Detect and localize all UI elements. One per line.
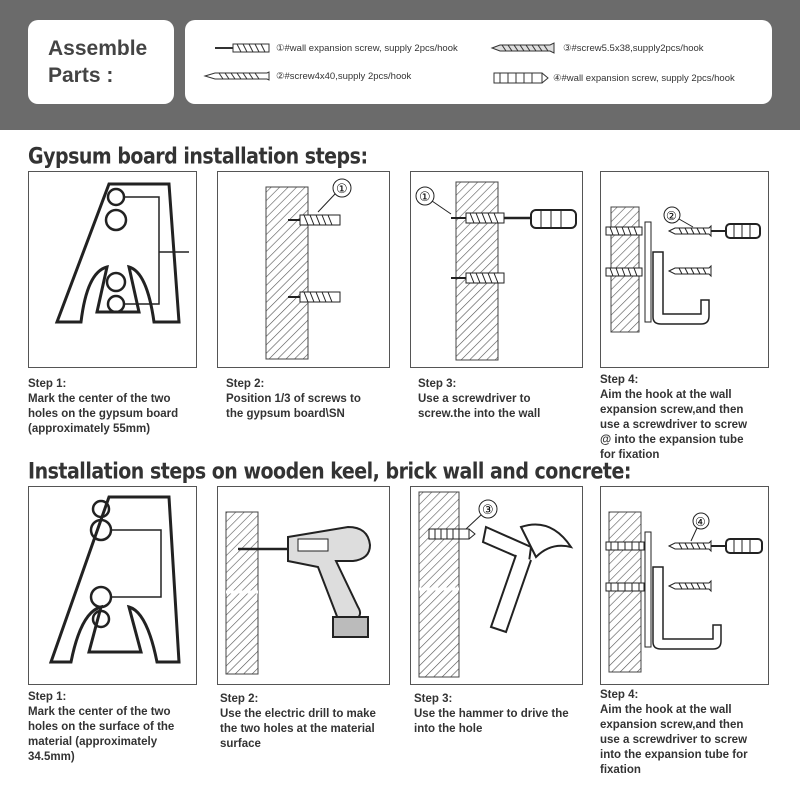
wood-step-4-caption: Step 4: Aim the hook at the wall expansi… [600,689,748,776]
hook-outline-icon [54,182,189,324]
hook-icon [644,221,710,325]
expansion-screw-icon [288,291,341,303]
callout-3-label: ③ [482,503,494,518]
screwdriver-icon [504,209,577,229]
assemble-parts-box: Assemble Parts : [28,20,174,104]
screw-icon [667,579,712,593]
wood-step-2-caption: Step 2: Use the electric drill to make t… [220,693,376,750]
part-1: ①#wall expansion screw, supply 2pcs/hook [213,42,458,54]
wood-step-3-figure: ③ [410,486,583,685]
hook-outline-icon [48,495,181,664]
wall-plug-icon [605,541,645,551]
gypsum-step-4-caption: Step 4: Aim the hook at the wall expansi… [600,374,748,461]
wall-plug-icon [428,528,476,540]
screwdriver-icon [711,538,763,554]
screw-icon [667,264,712,278]
gypsum-step-4-figure: ② [600,171,769,368]
wood-step-2-figure [217,486,390,685]
gypsum-section-title: Gypsum board installation steps: [28,144,368,170]
expansion-screw-icon [605,226,643,236]
gypsum-step-2-caption: Step 2: Position 1/3 of screws to the gy… [226,378,361,420]
screw-icon [667,539,712,553]
wood-screw-icon [203,71,270,81]
electric-drill-icon [238,525,372,638]
expansion-screw-icon [288,214,341,226]
expansion-screw-icon [451,272,505,284]
gypsum-step-3-caption: Step 3: Use a screwdriver to screw.the i… [418,378,541,420]
part-2: ②#screw4x40,supply 2pcs/hook [203,70,411,82]
expansion-screw-icon [605,267,643,277]
gypsum-step-1-caption: Step 1: Mark the center of the two holes… [28,378,179,435]
wall-plug-icon [493,72,549,84]
hook-icon [644,531,722,650]
wood-step-3-caption: Step 3: Use the hammer to drive the into… [414,693,569,735]
callout-1-label: ① [336,182,348,197]
gypsum-board [265,186,309,360]
callout-2-label: ② [666,209,677,223]
gypsum-step-1-figure [28,171,197,368]
callout-1-label: ① [419,190,431,205]
wood-section-title: Installation steps on wooden keel, brick… [28,459,631,485]
wood-step-4-figure: ④ [600,486,769,685]
hammer-icon [481,523,574,634]
wood-step-1-caption: Step 1: Mark the center of the two holes… [28,691,175,763]
part-3: ③#screw5.5x38,supply2pcs/hook [490,42,704,54]
gypsum-step-2-figure: ① [217,171,390,368]
screwdriver-icon [711,223,761,239]
screw-icon [490,42,555,54]
assemble-parts-label: Assemble Parts : [48,37,148,87]
gypsum-step-3-figure: ① [410,171,583,368]
callout-4-label: ④ [695,515,706,529]
part-4: ④#wall expansion screw, supply 2pcs/hook [490,70,735,86]
expansion-screw-icon [215,43,270,53]
wall-plug-icon [605,582,645,592]
parts-list: ①#wall expansion screw, supply 2pcs/hook… [185,20,772,104]
wood-step-1-figure [28,486,197,685]
screw-icon [667,224,712,238]
